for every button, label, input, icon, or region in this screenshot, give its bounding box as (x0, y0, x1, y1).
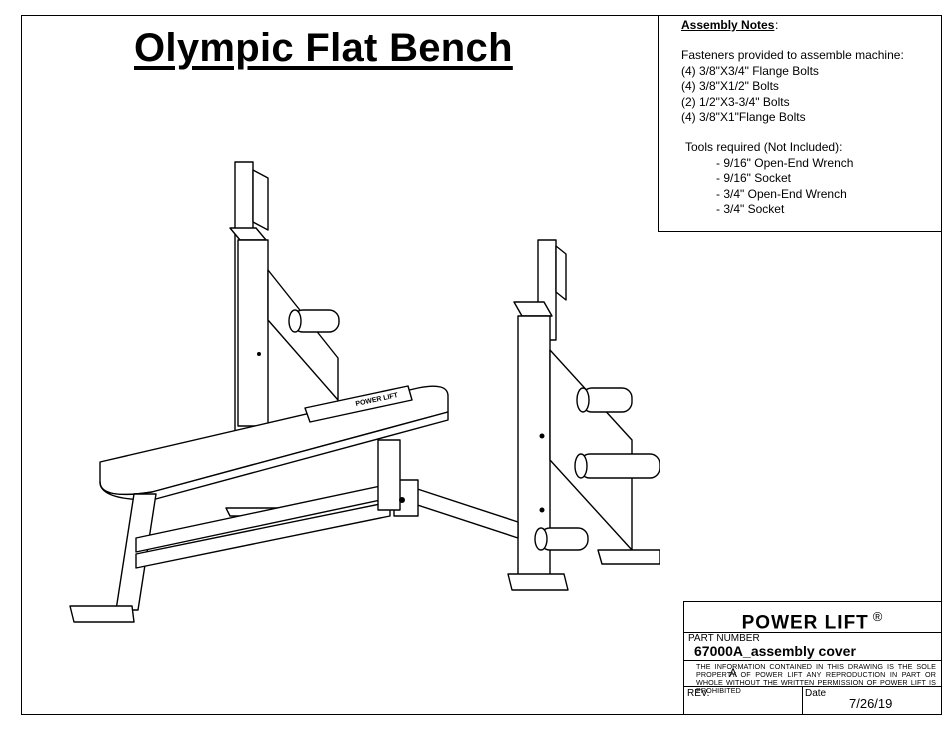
date-value: 7/26/19 (849, 696, 893, 711)
part-number-label: PART NUMBER (688, 633, 760, 644)
rear-left-horn-end (288, 309, 302, 333)
title-block-divider (684, 686, 941, 687)
front-right-brace (549, 349, 633, 551)
bench-pad-logo-panel (304, 385, 413, 423)
front-bench-foot (69, 605, 135, 623)
fasteners-intro: Fasteners provided to assemble machine: (681, 48, 904, 62)
date-label: Date (805, 688, 827, 699)
bolt-hole (399, 497, 405, 503)
page-title: Olympic Flat Bench (134, 26, 513, 70)
revision-label: REV. (687, 688, 710, 699)
front-right-horn-end-upper (576, 387, 590, 413)
rear-right-foot (597, 549, 660, 565)
rear-left-brace (267, 269, 339, 401)
drawing-sheet-border (21, 15, 942, 715)
bench-lower-beam (135, 501, 391, 569)
bench-isometric-illustration: POWER LIFT (69, 161, 660, 623)
company-name: POWER LIFT (741, 612, 869, 634)
front-right-jhook (555, 245, 567, 301)
rear-bench-leg (377, 439, 401, 511)
fastener-item: (2) 1/2"X3-3/4" Bolts (681, 94, 790, 109)
fastener-item: (4) 3/8"X3/4" Flange Bolts (681, 63, 819, 78)
title-block-divider (684, 660, 941, 661)
fasteners-list: Fasteners provided to assemble machine: … (681, 48, 904, 126)
assembly-notes-heading-colon: : (775, 18, 779, 32)
rear-left-jhook (252, 169, 269, 231)
bolt-hole (539, 433, 545, 439)
front-right-foot (507, 573, 569, 591)
title-block: POWER LIFT® PART NUMBER 67000A_assembly … (683, 601, 942, 715)
title-block-column-divider (802, 686, 803, 714)
tools-intro: Tools required (Not Included): (685, 140, 843, 154)
fastener-item: (4) 3/8"X1"Flange Bolts (681, 110, 806, 125)
tool-item: - 3/4" Socket (716, 202, 785, 217)
assembly-notes-box: Assembly Notes : Fasteners provided to a… (658, 15, 942, 232)
tool-item: - 3/4" Open-End Wrench (716, 186, 847, 201)
part-number-value: 67000A_assembly cover (694, 643, 856, 659)
front-right-horn-end-lower (574, 453, 588, 479)
tool-item: - 9/16" Open-End Wrench (716, 155, 854, 170)
rear-left-post (237, 239, 269, 427)
front-right-horn-end-base (534, 527, 548, 551)
revision-value: A (729, 666, 738, 680)
bench-pad-side (99, 411, 449, 501)
front-right-weight-horn-lower (579, 453, 660, 479)
legal-notice: THE INFORMATION CONTAINED IN THIS DRAWIN… (696, 662, 936, 695)
fastener-item: (4) 3/8"X1/2" Bolts (681, 79, 779, 94)
assembly-notes-heading: Assembly Notes (681, 18, 775, 32)
tool-item: - 9/16" Socket (716, 171, 791, 186)
bench-assembly-drawing: POWER LIFT (60, 150, 660, 640)
tools-list: Tools required (Not Included): - 9/16" O… (685, 140, 853, 218)
company-name-cell: POWER LIFT® (684, 602, 941, 633)
front-right-cap (513, 301, 553, 317)
bolt-hole (257, 352, 261, 356)
bolt-hole (539, 507, 545, 513)
registered-mark: ® (872, 609, 884, 624)
